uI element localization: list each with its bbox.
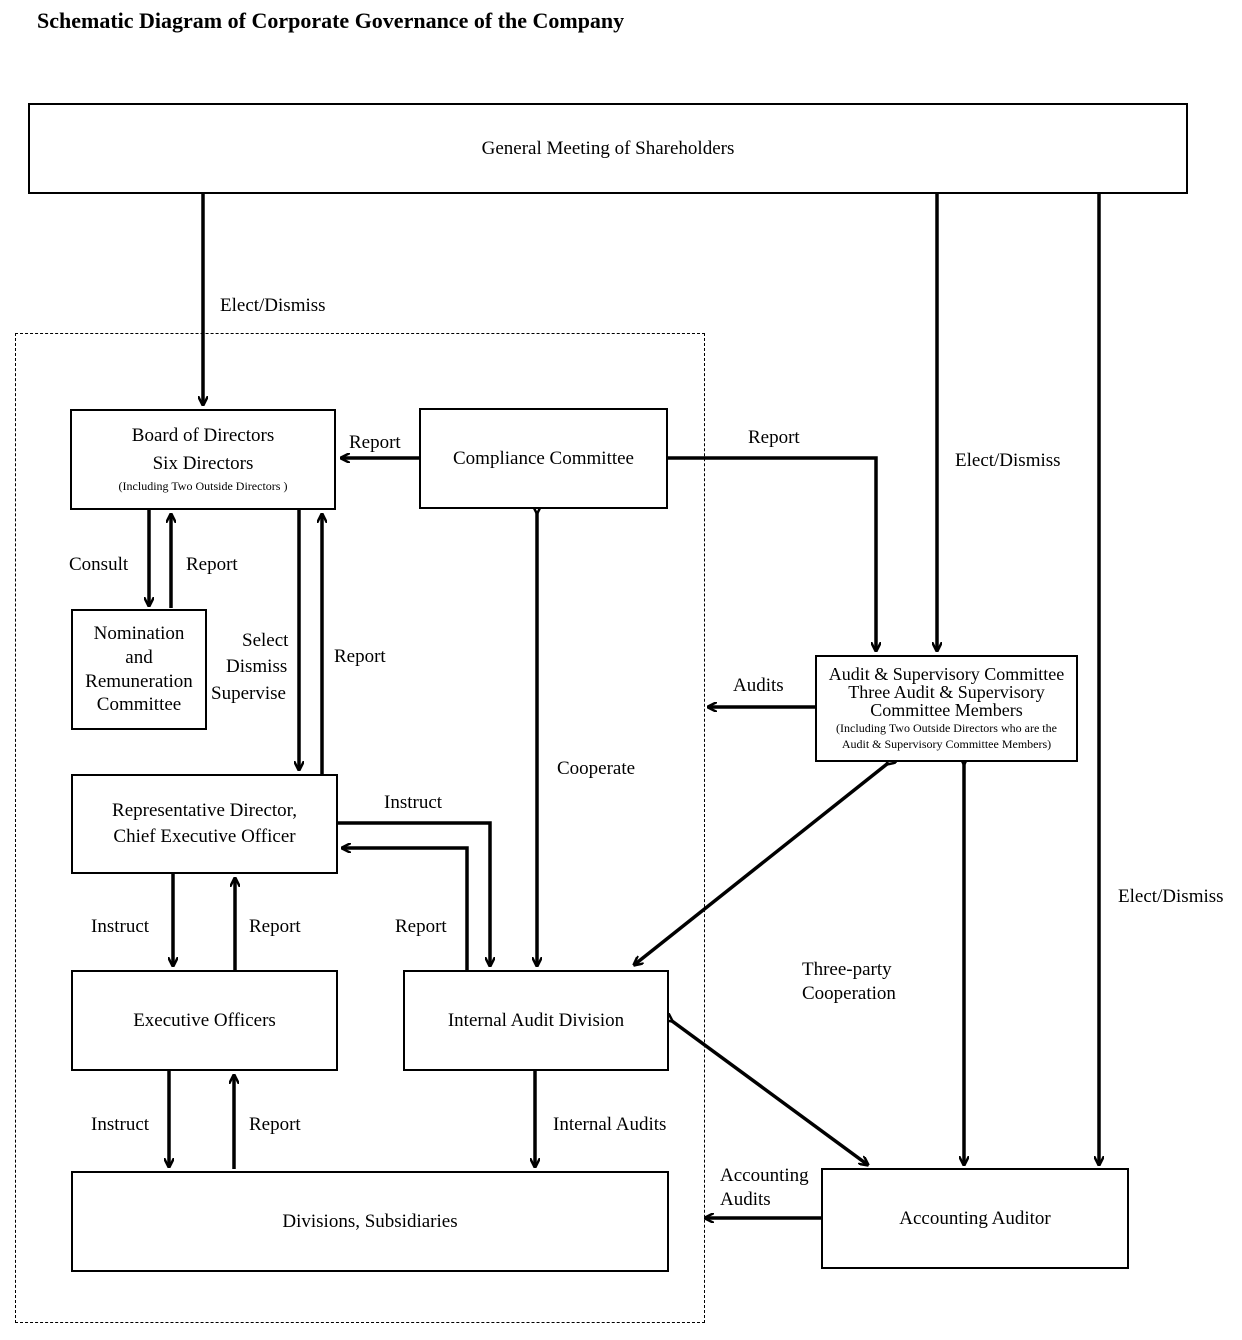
- audit-committee-members-2: Committee Members: [870, 699, 1023, 720]
- executives-label: Executive Officers: [133, 1009, 276, 1031]
- board-box: Board of Directors Six Directors (Includ…: [70, 409, 336, 510]
- audit-committee-members-1: Three Audit & Supervisory: [848, 681, 1045, 702]
- shareholders-label: General Meeting of Shareholders: [481, 137, 735, 159]
- label-accounting-audits-2: Audits: [720, 1189, 771, 1210]
- board-count: Six Directors: [152, 453, 254, 475]
- divisions-box: Divisions, Subsidiaries: [71, 1171, 669, 1272]
- label-supervise: Supervise: [211, 683, 286, 704]
- label-report-nomination: Report: [186, 554, 238, 575]
- label-audits: Audits: [733, 675, 784, 696]
- compliance-label: Compliance Committee: [453, 447, 634, 469]
- audit-committee-title: Audit & Supervisory Committee: [828, 663, 1065, 684]
- representative-line-2: Chief Executive Officer: [113, 826, 296, 847]
- arrow-internal-audit-accounting: [672, 1021, 868, 1165]
- label-elect-dismiss-audit: Elect/Dismiss: [955, 450, 1061, 471]
- label-instruct-internal: Instruct: [384, 792, 443, 813]
- accounting-auditor-label: Accounting Auditor: [899, 1207, 1051, 1229]
- label-three-party-2: Cooperation: [802, 983, 896, 1004]
- nomination-box: Nomination and Remuneration Committee: [71, 609, 207, 730]
- arrow-compliance-audit-committee: [668, 456, 876, 651]
- label-elect-dismiss-board: Elect/Dismiss: [220, 295, 326, 316]
- board-note: (Including Two Outside Directors ): [118, 478, 288, 493]
- label-report-exec: Report: [249, 916, 301, 937]
- compliance-box: Compliance Committee: [419, 408, 668, 509]
- nomination-line-4: Committee: [96, 694, 182, 716]
- audit-committee-note-2: Audit & Supervisory Committee Members): [841, 736, 1052, 751]
- label-select: Select: [242, 630, 289, 651]
- audit-committee-box: Audit & Supervisory Committee Three Audi…: [815, 655, 1078, 762]
- arrow-rep-internal-audit: [337, 821, 490, 966]
- accounting-auditor-box: Accounting Auditor: [821, 1168, 1129, 1269]
- page-title: Schematic Diagram of Corporate Governanc…: [37, 8, 625, 33]
- label-cooperate: Cooperate: [557, 758, 636, 779]
- label-report-div: Report: [249, 1114, 301, 1135]
- label-instruct-exec: Instruct: [91, 916, 150, 937]
- shareholders-box: General Meeting of Shareholders: [28, 103, 1188, 194]
- label-accounting-audits-1: Accounting: [720, 1165, 809, 1186]
- arrow-internal-audit-rep: [342, 848, 469, 971]
- representative-line-1: Representative Director,: [112, 800, 297, 822]
- board-title: Board of Directors: [131, 425, 275, 447]
- internal-audit-label: Internal Audit Division: [447, 1009, 625, 1031]
- executives-box: Executive Officers: [71, 970, 338, 1071]
- divisions-label: Divisions, Subsidiaries: [282, 1210, 458, 1232]
- nomination-line-3: Remuneration: [85, 670, 193, 692]
- audit-committee-note-1: (Including Two Outside Directors who are…: [836, 720, 1057, 735]
- label-report-compliance-audit: Report: [748, 427, 800, 448]
- label-report-internal: Report: [395, 916, 447, 937]
- label-instruct-div: Instruct: [91, 1114, 150, 1135]
- nomination-line-2: and: [125, 646, 153, 668]
- nomination-line-1: Nomination: [93, 623, 185, 644]
- internal-audit-box: Internal Audit Division: [403, 970, 669, 1071]
- label-internal-audits: Internal Audits: [553, 1114, 667, 1135]
- label-report-compliance-board: Report: [349, 432, 401, 453]
- label-consult: Consult: [69, 554, 129, 575]
- label-dismiss: Dismiss: [226, 656, 288, 677]
- arrow-audit-committee-internal-audit: [634, 764, 887, 965]
- representative-box: Representative Director, Chief Executive…: [71, 774, 338, 874]
- label-elect-dismiss-accounting: Elect/Dismiss: [1118, 886, 1224, 907]
- label-report-rep-board: Report: [334, 646, 386, 667]
- label-three-party-1: Three-party: [802, 959, 892, 980]
